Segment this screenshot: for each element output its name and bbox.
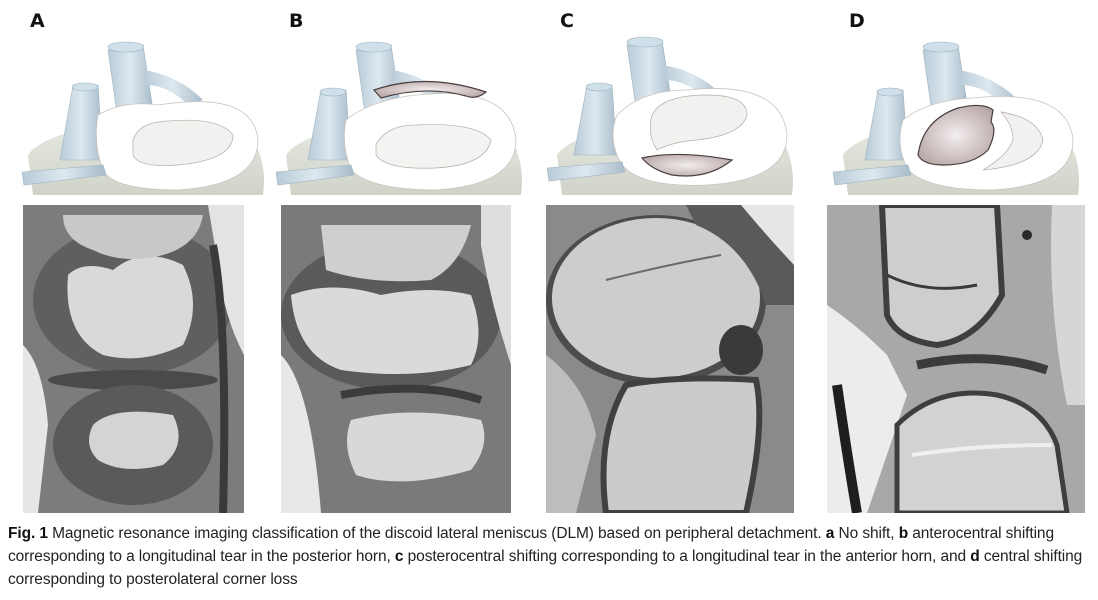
caption-key-c: c [394,548,404,565]
meniscus-illustration-b [276,41,522,195]
mri-image-a [23,205,244,513]
caption-text-b: anterocentral shifting corresponding to … [8,525,1054,565]
caption-text-d: central shifting corresponding to poster… [8,548,1083,588]
panel-label-b: B [289,10,304,32]
meniscus-illustration-a [21,41,264,195]
caption-text-c: posterocentral shifting corresponding to… [403,548,971,565]
mri-image-c [546,205,794,513]
caption-fig-label: Fig. 1 [8,525,48,542]
panel-label-d: D [849,10,865,32]
caption-intro: Magnetic resonance imaging classificatio… [47,525,826,542]
panel-label-a: A [30,10,45,32]
mri-image-d [827,205,1085,513]
caption-key-b: b [898,525,909,542]
caption-key-a: a [825,525,835,542]
meniscus-illustration-c [547,36,793,195]
meniscus-illustration-d [833,41,1079,195]
panel-label-c: C [560,10,574,32]
mri-image-b [281,205,511,513]
caption-key-d: d [970,548,980,565]
figure-caption: Fig. 1 Magnetic resonance imaging classi… [8,522,1088,591]
caption-text-a: No shift, [834,525,899,542]
